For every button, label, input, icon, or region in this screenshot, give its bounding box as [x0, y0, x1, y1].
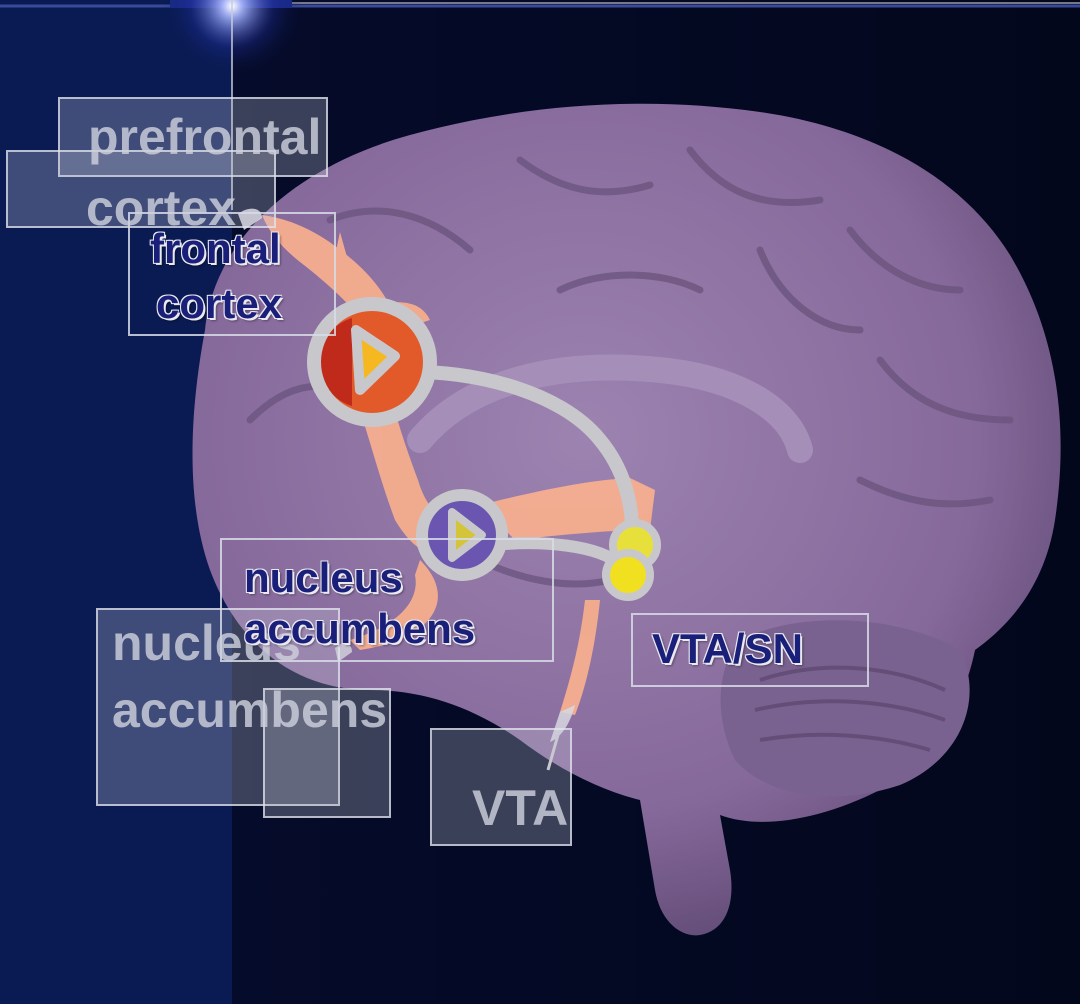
ghost-label-prefrontal: prefrontal [88, 112, 321, 162]
label-nucleus: nucleus [244, 557, 403, 599]
label-frontal-cortex: cortex [156, 283, 282, 325]
label-accumbens: accumbens [244, 608, 475, 650]
ghost-label-accumbens: accumbens [112, 685, 387, 735]
vta-neurons [606, 523, 657, 597]
label-vta-sn: VTA/SN [652, 628, 803, 670]
ghost-label-vta: VTA [472, 783, 568, 833]
label-frontal: frontal [150, 228, 281, 270]
